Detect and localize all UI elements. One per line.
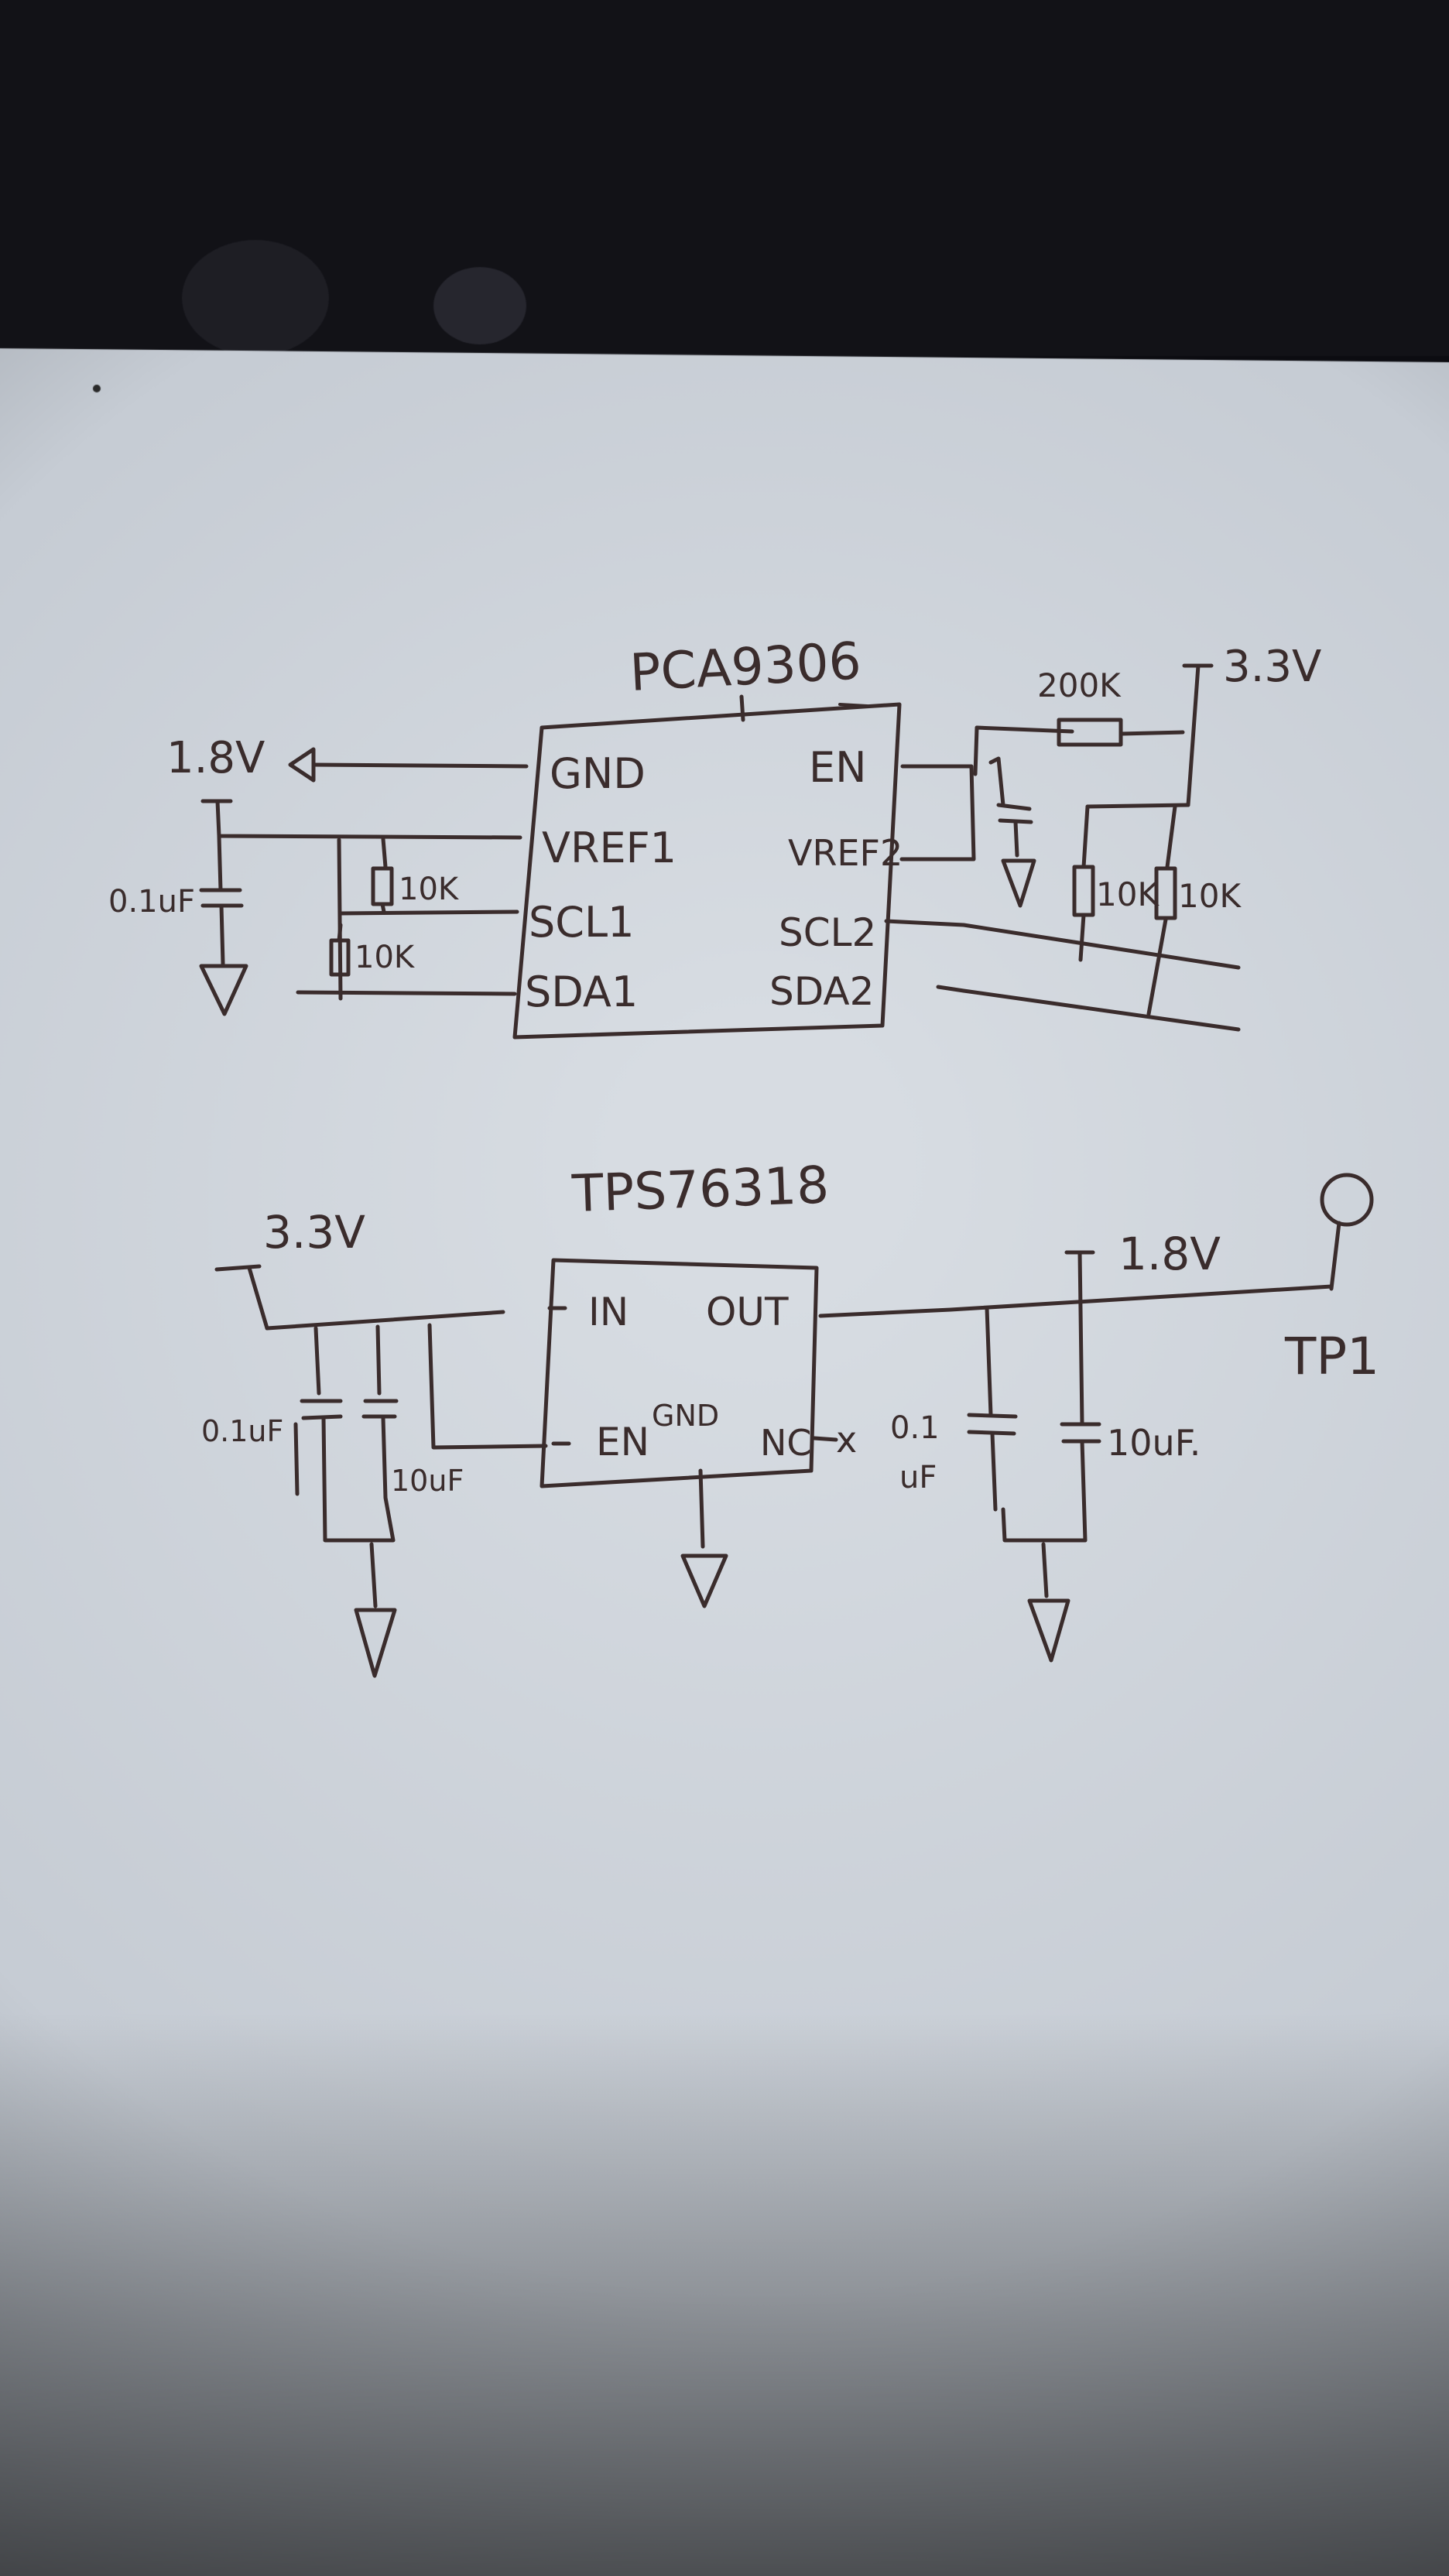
pin-sda2-label: SDA2: [769, 969, 874, 1014]
r-10k-top-left: 10K: [399, 872, 460, 907]
pin-scl2-label: SCL2: [779, 910, 876, 955]
ground-symbol-vref2: [1001, 858, 1036, 908]
cap-10u-ldo-out: 10uF.: [1107, 1422, 1201, 1464]
ground-symbol-left-top: [288, 747, 316, 783]
tps76318-label: TPS76318: [570, 1155, 830, 1224]
cap-0u1-ldo-out-a: 0.1: [890, 1410, 940, 1446]
cap-0u1-ldo-in: 0.1uF: [201, 1414, 283, 1448]
pca9306-label: PCA9306: [629, 631, 863, 703]
r-10k-right-a: 10K: [1096, 875, 1160, 913]
pca9306-circuit: PCA9306 GND VREF1 SCL1 SDA1 EN VREF2 SCL…: [108, 631, 1321, 1040]
pin-out-label: OUT: [706, 1290, 789, 1334]
cap-10u-ldo-in: 10uF: [391, 1464, 464, 1498]
r-10k-bottom-left: 10K: [355, 940, 416, 975]
cap-0u1-ldo-out-b: uF: [899, 1460, 937, 1495]
supply-1v8-left: 1.8V: [166, 733, 265, 783]
supply-1v8-ldo-out: 1.8V: [1118, 1228, 1221, 1280]
pin-gnd-ldo-label: GND: [652, 1399, 719, 1433]
r-10k-right-b: 10K: [1178, 877, 1242, 915]
pin-scl1-label: SCL1: [529, 898, 634, 947]
pin-en-ldo-label: EN: [596, 1420, 649, 1464]
pin-vref2-label: VREF2: [788, 832, 903, 874]
cap-0u1-left: 0.1uF: [108, 884, 195, 920]
tps76318-body: [540, 1258, 819, 1488]
ground-symbol-ldo-in: [354, 1608, 397, 1678]
supply-3v3-ldo-in: 3.3V: [263, 1206, 365, 1259]
ground-symbol-left-bottom: [199, 964, 248, 1016]
test-point-circle: [1320, 1173, 1374, 1227]
supply-3v3-right: 3.3V: [1223, 642, 1321, 692]
pin-gnd-label: GND: [550, 749, 646, 798]
ground-symbol-ldo-out: [1027, 1598, 1070, 1663]
r-200k: 200K: [1037, 666, 1122, 704]
tps76318-circuit: TPS76318 IN OUT EN GND NC x 3.3V: [201, 1155, 1379, 1678]
nc-unconnected-mark: x: [836, 1419, 857, 1461]
pin-sda1-label: SDA1: [525, 968, 638, 1016]
pin-vref1-label: VREF1: [542, 824, 677, 872]
pin-in-label: IN: [588, 1290, 629, 1334]
pin-en-label: EN: [809, 743, 867, 792]
pca9306-body: [512, 702, 902, 1040]
test-point-label: TP1: [1284, 1327, 1379, 1386]
pin-nc-label: NC: [760, 1422, 812, 1464]
ground-symbol-ldo: [680, 1553, 728, 1608]
